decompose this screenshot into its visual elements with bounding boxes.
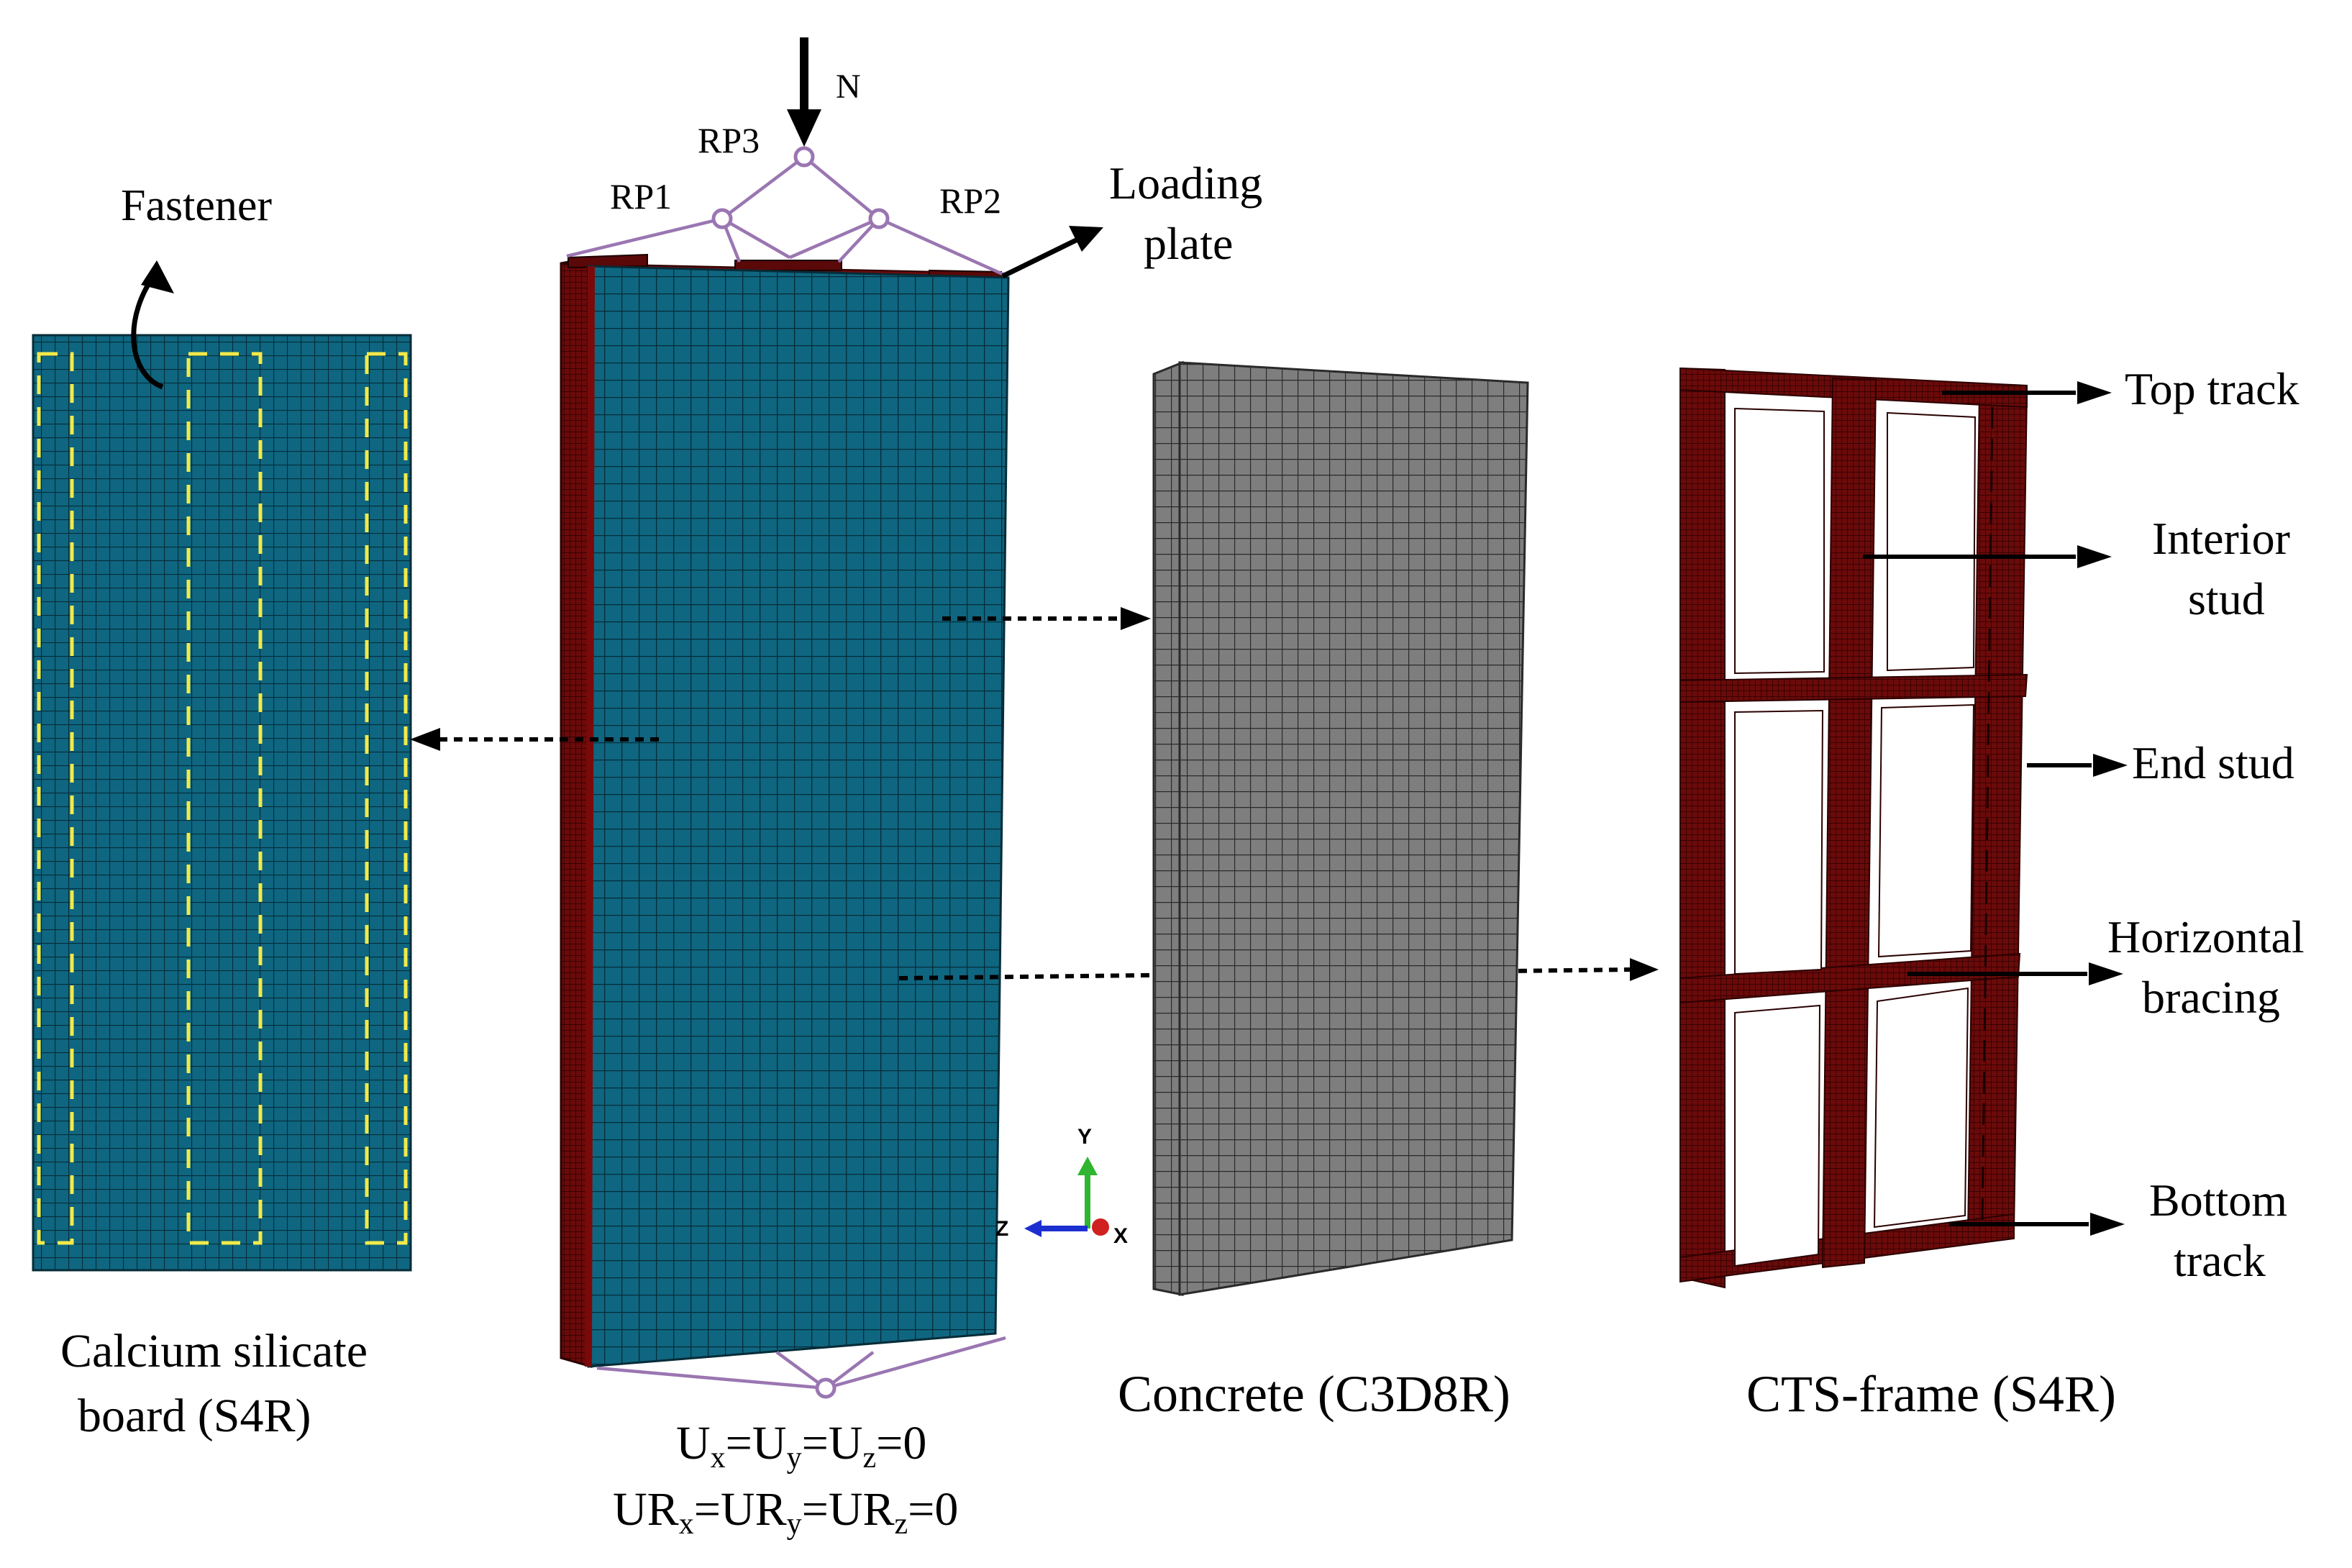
bc-line1: Ux=Uy=Uz=0 — [676, 1417, 926, 1474]
end-stud-left — [1679, 367, 1726, 1289]
loading-plate-label-line1: Loading — [1109, 158, 1262, 209]
bracing-lower — [1679, 952, 2021, 1004]
concrete-infill — [1152, 360, 1529, 1296]
horizontal-bracing-label-line2: bracing — [2142, 972, 2280, 1023]
fastener-outline-left — [37, 352, 74, 1245]
fastener-outline-right — [365, 352, 408, 1245]
explode-arrowheads — [410, 607, 1659, 981]
coupling-constraints — [566, 155, 1006, 1390]
bottom-track-label-line1: Bottom — [2149, 1175, 2287, 1226]
fastener-pointer — [131, 260, 174, 390]
reference-points — [711, 146, 890, 1399]
frame-callout-lines — [1863, 391, 2092, 1226]
top-track-label: Top track — [2125, 363, 2299, 414]
interior-stud-label-line2: stud — [2188, 573, 2265, 624]
horizontal-bracing-label-line1: Horizontal — [2107, 911, 2305, 962]
fastener-outlines — [37, 352, 408, 1245]
loading-plate-pointer — [1001, 226, 1103, 279]
rp2-node — [868, 208, 890, 229]
interior-stud-member — [1821, 377, 1877, 1269]
axial-load-arrow — [787, 37, 821, 147]
rp2-label: RP2 — [939, 181, 1001, 221]
bracing-upper — [1679, 673, 2028, 703]
interior-stud-label-line1: Interior — [2152, 513, 2290, 564]
rp3-label: RP3 — [698, 120, 760, 160]
board-caption-line2: board (S4R) — [78, 1390, 311, 1442]
rp1-node — [711, 208, 733, 229]
fastener-label: Fastener — [121, 181, 272, 230]
calcium-silicate-board — [32, 334, 412, 1272]
bc-line2: URx=URy=URz=0 — [613, 1483, 958, 1541]
rp1-label: RP1 — [610, 176, 672, 216]
bottom-track-label-line2: track — [2174, 1235, 2266, 1286]
loading-plate-label-line2: plate — [1144, 218, 1233, 269]
concrete-caption: Concrete (C3D8R) — [1118, 1365, 1510, 1423]
load-n-label: N — [836, 68, 861, 106]
end-stud-label: End stud — [2132, 737, 2294, 788]
end-stud-right — [1966, 388, 2028, 1237]
frame-caption: CTS-frame (S4R) — [1746, 1365, 2116, 1423]
axis-z-label: Z — [995, 1217, 1008, 1241]
rp3-node — [793, 146, 815, 168]
board-caption-line1: Calcium silicate — [60, 1325, 368, 1377]
axis-x-label: X — [1113, 1224, 1128, 1248]
bottom-rp-node — [815, 1377, 837, 1399]
assembled-wall-model — [560, 253, 1010, 1368]
frame-callout-arrowheads — [2077, 381, 2128, 1236]
axis-triad: Y Z X — [995, 1125, 1128, 1248]
fastener-outline-middle — [186, 352, 263, 1245]
frame-window-openings — [1734, 407, 1977, 1267]
axis-y-label: Y — [1077, 1125, 1092, 1149]
cts-frame — [1679, 367, 2028, 1289]
boundary-conditions: Ux=Uy=Uz=0 URx=URy=URz=0 — [613, 1417, 958, 1541]
